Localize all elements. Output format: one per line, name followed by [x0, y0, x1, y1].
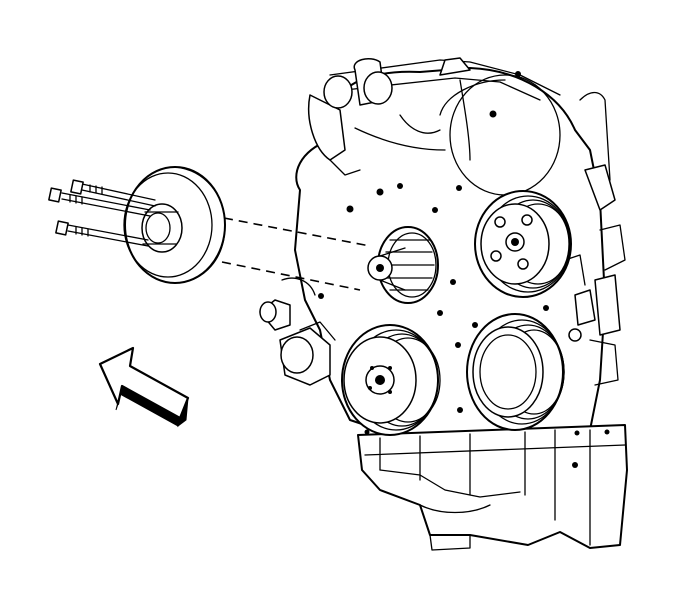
bolt-2: [48, 187, 151, 217]
bolt-3: [55, 220, 149, 247]
balancer-bolts: [48, 179, 156, 247]
upper-pulley: [474, 190, 572, 298]
view-direction-arrow: [98, 346, 190, 428]
oil-pan: [357, 424, 628, 551]
left-fittings: [259, 277, 336, 386]
bolt-1: [70, 179, 156, 207]
lower-right-pulley: [466, 313, 565, 431]
crankshaft-pulley: [341, 324, 441, 436]
alignment-lines: [221, 217, 371, 291]
crankshaft-balancer: [123, 166, 226, 284]
tensioner-pulley: [367, 226, 439, 304]
